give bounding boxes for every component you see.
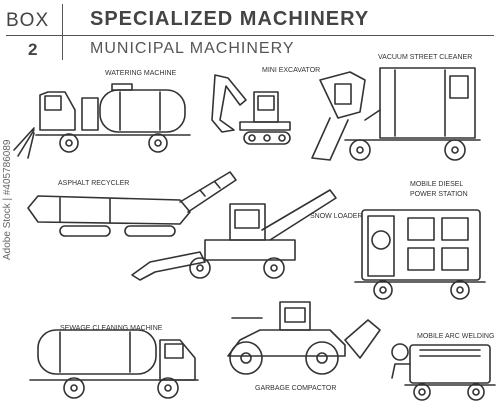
asphalt-recycler-icon xyxy=(27,171,237,237)
label-sewage-cleaning-machine: SEWAGE CLEANING MACHINE xyxy=(60,325,163,332)
page-subtitle: MUNICIPAL MACHINERY xyxy=(90,40,295,57)
label-mini-excavator: MINI EXCAVATOR xyxy=(262,67,321,74)
garbage-compactor-icon xyxy=(227,301,381,375)
label-mobile-diesel-2: POWER STATION xyxy=(410,191,468,198)
header: BOX 2 SPECIALIZED MACHINERY MUNICIPAL MA… xyxy=(0,0,500,62)
label-snow-loader: SNOW LOADER xyxy=(310,213,363,220)
box-label: BOX xyxy=(6,10,50,31)
mobile-diesel-power-station-icon xyxy=(354,209,486,300)
stock-watermark: Adobe Stock | #405786089 xyxy=(2,139,13,260)
box-number: 2 xyxy=(28,40,38,59)
label-mobile-arc-welding: MOBILE ARC WELDING xyxy=(417,333,495,340)
label-vacuum-street-cleaner: VACUUM STREET CLEANER xyxy=(378,54,473,61)
mini-excavator-icon xyxy=(211,74,291,145)
label-mobile-diesel-1: MOBILE DIESEL xyxy=(410,181,464,188)
snow-loader-icon xyxy=(131,189,337,281)
header-separator xyxy=(62,4,63,60)
sewage-cleaning-machine-icon xyxy=(29,329,199,399)
label-garbage-compactor: GARBAGE COMPACTOR xyxy=(255,385,337,392)
label-watering-machine: WATERING MACHINE xyxy=(105,70,177,77)
watering-machine-icon xyxy=(13,83,191,159)
mobile-arc-welding-icon xyxy=(391,343,496,401)
page-title: SPECIALIZED MACHINERY xyxy=(90,8,370,30)
vacuum-street-cleaner-icon xyxy=(311,67,481,161)
header-divider xyxy=(6,35,494,36)
label-asphalt-recycler: ASPHALT RECYCLER xyxy=(58,180,130,187)
